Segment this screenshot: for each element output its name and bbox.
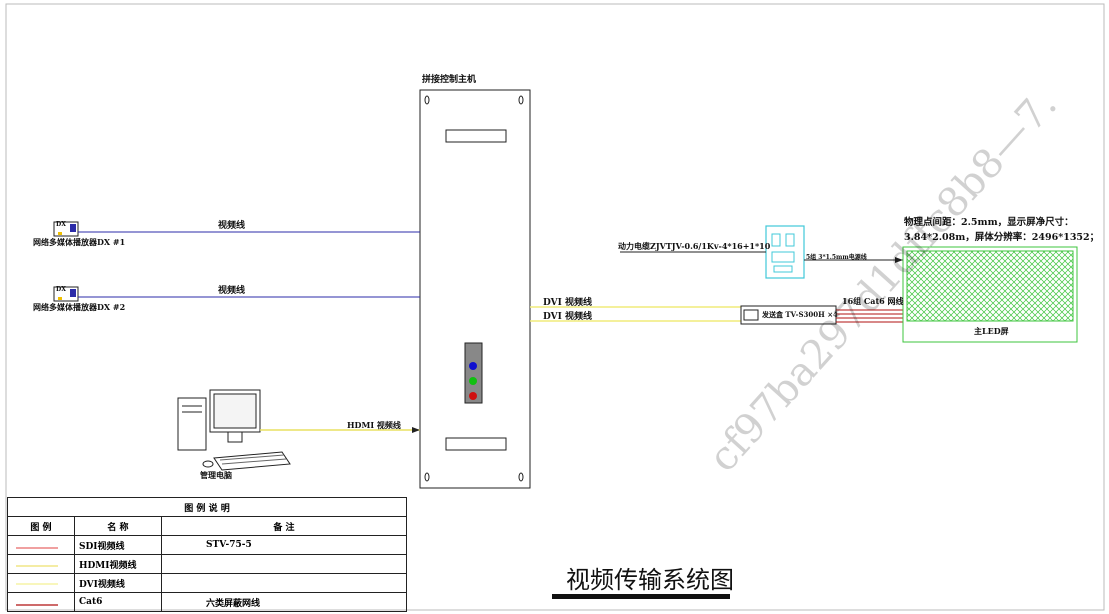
decoder1-box-text: DX — [56, 221, 66, 228]
sender-label: 发送盒 TV-S300H ×4 — [762, 310, 838, 319]
legend-row: Cat6 六类屏蔽网线 — [7, 592, 407, 612]
led-screen — [902, 246, 1078, 343]
cat6-label: 16组 Cat6 网线 — [842, 296, 904, 306]
power-out-label: 5组 3*1.5mm电源线 — [806, 254, 867, 261]
screen-label: 主LED屏 — [974, 326, 1009, 336]
power-out-arrow — [895, 257, 903, 263]
green-indicator — [469, 377, 477, 385]
legend-row-name: HDMI视频线 — [74, 554, 162, 574]
legend-swatch-cell — [7, 554, 75, 574]
specs-line1: 物理点间距：2.5mm，显示屏净尺寸： — [904, 217, 1074, 228]
video-line1-label: 视频线 — [218, 221, 246, 231]
legend-header-row: 图 例 名 称 备 注 — [7, 516, 407, 536]
sender-box — [740, 305, 837, 325]
legend-swatch-cell — [7, 592, 75, 612]
page-border — [5, 3, 1105, 611]
hdmi-label: HDMI 视频线 — [347, 420, 401, 430]
legend-row-name: DVI视频线 — [74, 573, 162, 593]
dvi1-label: DVI 视频线 — [543, 298, 592, 308]
legend-header-note: 备 注 — [161, 516, 407, 536]
specs-line2: 3.84*2.08m，屏体分辨率：2496*1352； — [904, 232, 1100, 243]
red-indicator — [469, 392, 477, 400]
controller-label: 拼接控制主机 — [422, 75, 477, 85]
decoder2-box-text: DX — [56, 286, 66, 293]
legend-row: DVI视频线 — [7, 573, 407, 593]
cat6-lines — [836, 309, 903, 323]
legend-row-name: Cat6 — [74, 592, 162, 612]
decoder2-label: 网络多媒体播放器DX #2 — [33, 302, 126, 312]
legend-row-note: STV-75-5 — [161, 535, 407, 555]
decoder-device-1 — [53, 221, 79, 237]
management-computer-icon — [177, 389, 291, 471]
legend-title-row: 图 例 说 明 — [7, 497, 407, 517]
blue-indicator — [469, 362, 477, 370]
legend-row: HDMI视频线 — [7, 554, 407, 574]
power-cable-label: 动力电缆ZJVTJV-0.6/1Kv-4*16+1*10 — [618, 241, 771, 251]
legend-row-note — [161, 573, 407, 593]
legend-table: 图 例 说 明 图 例 名 称 备 注 SDI视频线 STV-75-5 HDMI… — [7, 497, 407, 612]
decoder1-label: 网络多媒体播放器DX #1 — [33, 237, 126, 247]
legend-row: SDI视频线 STV-75-5 — [7, 535, 407, 555]
pc-label: 管理电脑 — [200, 470, 232, 480]
legend-row-note: 六类屏蔽网线 — [161, 592, 407, 612]
legend-row-note — [161, 554, 407, 574]
legend-header-name: 名 称 — [74, 516, 162, 536]
controller-cabinet — [419, 89, 531, 489]
legend-header-symbol: 图 例 — [7, 516, 75, 536]
legend-title: 图 例 说 明 — [7, 497, 407, 517]
hdmi-arrow — [412, 427, 420, 433]
legend-swatch-cell — [7, 535, 75, 555]
video-line2-label: 视频线 — [218, 286, 246, 296]
title-underline — [552, 594, 730, 599]
legend-row-name: SDI视频线 — [74, 535, 162, 555]
page-title: 视频传输系统图 — [566, 566, 734, 594]
power-cabinet — [765, 225, 805, 279]
decoder-device-2 — [53, 286, 79, 302]
legend-swatch-cell — [7, 573, 75, 593]
dvi2-label: DVI 视频线 — [543, 312, 592, 322]
